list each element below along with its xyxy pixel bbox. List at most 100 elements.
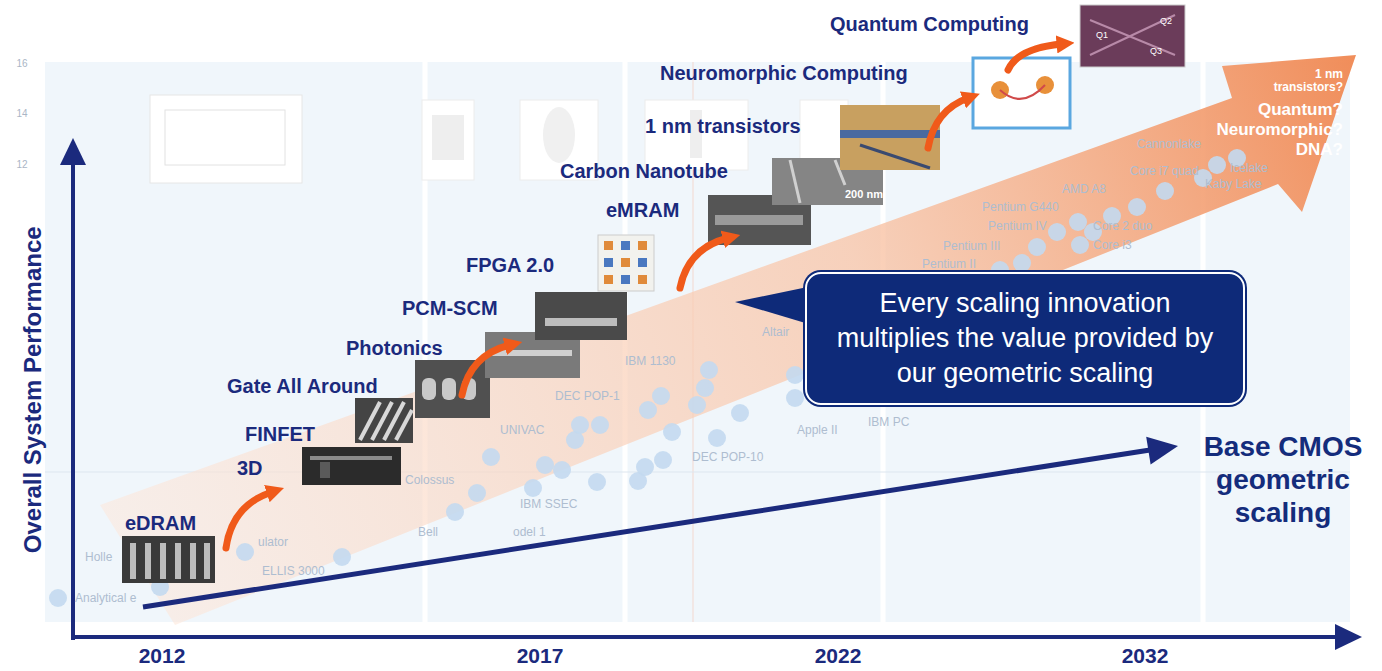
history-dots-part [639,401,657,419]
technology-pictures-part [320,462,330,478]
qubit-label: Q1 [1096,30,1108,40]
machine-label: Colossus [405,474,454,488]
history-dots-part [663,423,681,441]
technology-pictures-part [790,160,800,203]
future-label: DNA? [1296,140,1343,160]
technology-pictures-part [122,536,215,583]
technology-label: Carbon Nanotube [560,160,728,183]
technology-pictures-part [145,543,151,579]
callout-box: Every scaling innovation multiplies the … [805,272,1245,405]
machine-label: IBM PC [868,416,909,430]
history-dots-part [482,448,500,466]
technology-pictures-part [621,275,630,284]
machine-label: ulator [258,536,288,550]
technology-label: 1 nm transistors [645,115,801,138]
qubit-label: Q2 [1160,16,1172,26]
machine-label: odel 1 [513,526,546,540]
machine-label: Core i3 [1093,239,1132,253]
history-dots-part [636,458,654,476]
year-label: 2017 [517,645,564,666]
technology-pictures-part [860,145,930,168]
history-dots-part [236,543,254,561]
baseline-label: Base CMOS geometric scaling [1191,430,1376,529]
history-dots-part [446,503,464,521]
technology-pictures-part [1080,5,1185,67]
history-dots-part [468,484,486,502]
machine-label: DEC POP-10 [692,451,763,465]
history-dots-part [708,429,726,447]
history-dots [49,149,1246,607]
faded-pictures [150,95,848,183]
history-dots-part [700,361,718,379]
technology-pictures-part [442,378,456,400]
axis-title: Overall System Performance [18,227,46,554]
machine-label: Icelake [1230,162,1268,176]
technology-pictures-part [130,543,136,579]
machine-label: Core 2 duo [1093,220,1152,234]
axes-part [143,450,1150,607]
axis-tick: 16 [16,58,27,70]
technology-pictures-part [638,241,647,250]
machine-label: Bell [418,526,438,540]
history-dots-part [1069,213,1087,231]
technology-label: FINFET [245,423,315,446]
callout-text: Every scaling innovation multiplies the … [821,286,1229,391]
machine-label: UNIVAC [500,424,544,438]
technology-pictures-part [1090,15,1175,55]
future-band-part [100,55,1356,625]
history-dots-part [1013,254,1031,272]
technology-pictures-part [492,350,572,356]
technology-pictures-part [545,318,617,326]
technology-pictures-part [535,292,627,340]
technology-pictures-part [190,543,196,579]
technology-pictures-part [638,275,647,284]
technology-pictures-part [840,105,940,170]
history-dots-part [536,456,554,474]
history-dots-part [1071,236,1089,254]
technology-pictures-part [973,58,1070,128]
year-label: 2012 [139,645,186,666]
technology-pictures-part [1000,85,1045,99]
history-dots-part [524,479,542,497]
technology-pictures-part [621,241,630,250]
technology-label: 3D [237,457,263,480]
technology-label: eMRAM [606,199,679,222]
history-dots-part [588,473,606,491]
axes-part [71,160,75,640]
qubit-label: Q3 [1150,46,1162,56]
year-label: 2032 [1122,645,1169,666]
year-label: 2022 [815,645,862,666]
machine-label: ELLIS 3000 [262,565,325,579]
technology-pictures-part [604,275,613,284]
axes-part [1146,437,1178,465]
technology-pictures-part [715,215,803,225]
technology-label: eDRAM [125,512,196,535]
step-arrows-part [462,345,510,395]
technology-pictures-part [840,130,940,138]
history-dots-part [786,366,804,384]
faded-pictures-part [422,100,474,180]
technology-label: Quantum Computing [830,13,1029,36]
machine-label: Apple II [797,424,838,438]
technology-label: FPGA 2.0 [466,254,554,277]
technology-pictures-part [396,410,412,440]
technology-pictures-part [598,235,654,291]
technology-pictures-part [604,258,613,267]
faded-pictures-part [432,115,464,160]
future-band [100,55,1356,625]
machine-label: DEC POP-1 [555,390,620,404]
machine-label: Pentium IV [988,220,1047,234]
history-dots-part [786,389,804,407]
machine-label: Analytical e [75,592,136,606]
history-dots-part [1028,238,1046,256]
machine-label: Pentium II [922,258,976,272]
history-dots-part [333,548,351,566]
history-dots-part [591,416,609,434]
faded-pictures-part [165,110,285,165]
technology-pictures-part [355,398,413,443]
technology-pictures-part [310,456,392,460]
machine-label: IBM 1130 [625,355,675,369]
technology-pictures-part [604,241,613,250]
history-dots-part [1128,198,1146,216]
